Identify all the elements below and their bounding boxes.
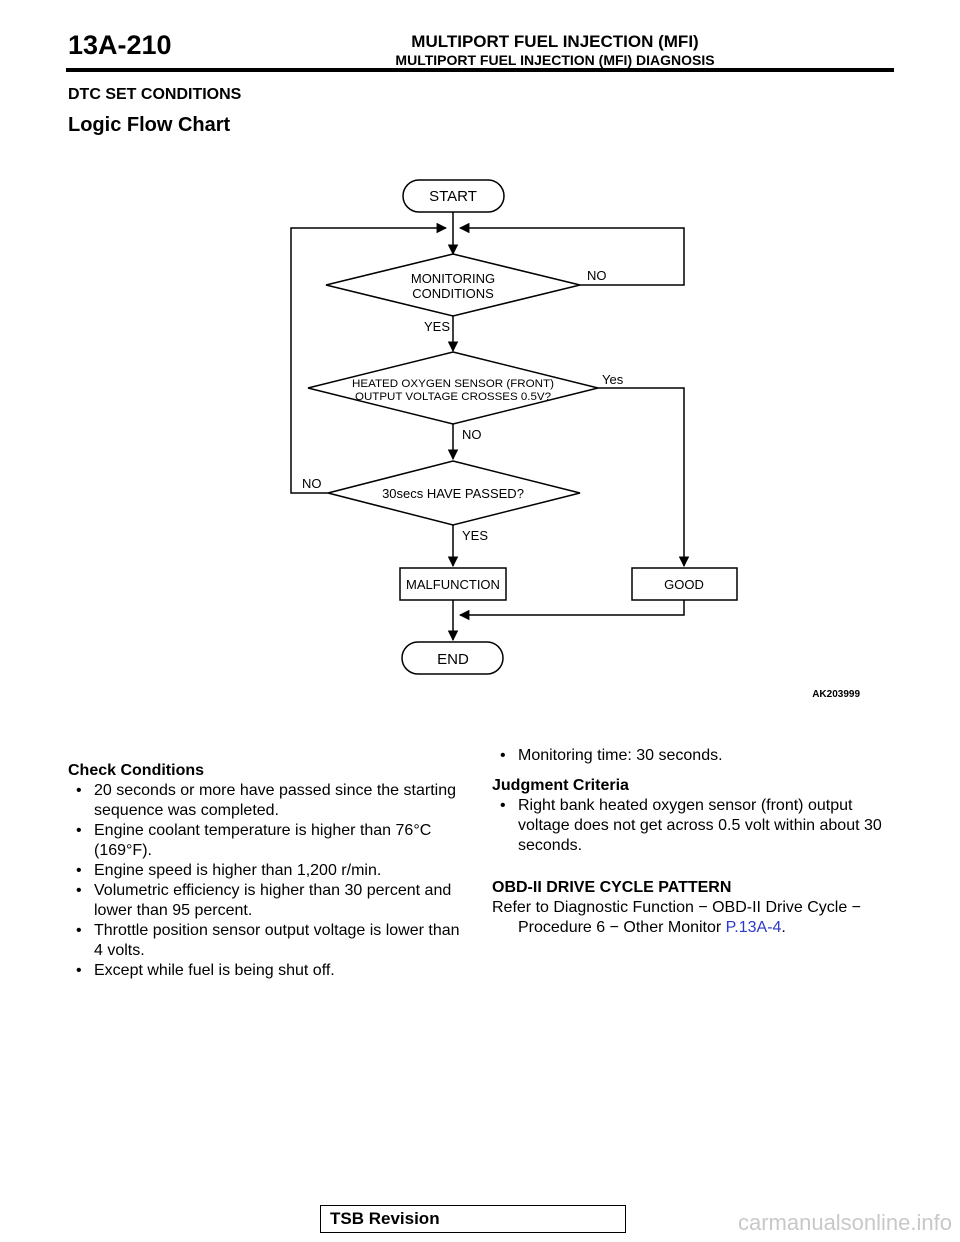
sensor-no-label: NO [462, 427, 482, 442]
list-item: 20 seconds or more have passed since the… [68, 781, 468, 821]
sensor-yes-label: Yes [602, 372, 624, 387]
list-item: Throttle position sensor output voltage … [68, 921, 468, 961]
page-reference-link[interactable]: P.13A-4 [725, 919, 782, 936]
obd-text-line1: Refer to Diagnostic Function − OBD-II Dr… [492, 899, 862, 916]
connector [458, 600, 685, 621]
loop-line-right [458, 222, 685, 286]
judgment-criteria-list: Right bank heated oxygen sensor (front) … [492, 796, 892, 856]
check-conditions-list: 20 seconds or more have passed since the… [68, 781, 468, 981]
figure-code: AK203999 [812, 689, 860, 700]
check-conditions-section: Check Conditions 20 seconds or more have… [68, 761, 468, 981]
tsb-revision-label: TSB Revision [330, 1209, 440, 1228]
page-number: 13A-210 [68, 30, 172, 60]
monitoring-text-1: MONITORING [411, 271, 495, 286]
sensor-text-2: OUTPUT VOLTAGE CROSSES 0.5V? [355, 391, 551, 403]
malfunction-label: MALFUNCTION [406, 577, 500, 592]
judgment-criteria-title: Judgment Criteria [492, 777, 629, 794]
right-column: Monitoring time: 30 seconds. Judgment Cr… [492, 746, 892, 938]
section-title: DTC SET CONDITIONS [68, 86, 242, 103]
monitoring-yes-label: YES [424, 319, 450, 334]
watermark: carmanualsonline.info [737, 1210, 952, 1235]
list-item: Monitoring time: 30 seconds. [492, 746, 892, 766]
subsection-title: Logic Flow Chart [68, 114, 231, 136]
monitoring-time-list: Monitoring time: 30 seconds. [492, 746, 892, 766]
obd-title: OBD-II DRIVE CYCLE PATTERN [492, 879, 732, 896]
list-item: Except while fuel is being shut off. [68, 961, 468, 981]
chapter-title: MULTIPORT FUEL INJECTION (MFI) [411, 32, 699, 51]
header-rule [66, 68, 894, 72]
list-item: Engine coolant temperature is higher tha… [68, 821, 468, 861]
sensor-text-1: HEATED OXYGEN SENSOR (FRONT) [352, 378, 554, 390]
timer-no-label: NO [302, 476, 322, 491]
logic-flow-chart: START MONITORING CONDITIONS NO YES HEATE… [290, 179, 860, 700]
list-item: Engine speed is higher than 1,200 r/min. [68, 861, 468, 881]
timer-yes-label: YES [462, 528, 488, 543]
start-label: START [429, 188, 477, 205]
section-subtitle: MULTIPORT FUEL INJECTION (MFI) DIAGNOSIS [395, 52, 715, 68]
obd-text-line2-row: Procedure 6 − Other Monitor P.13A-4. [492, 918, 892, 938]
obd-text-line2: Procedure 6 − Other Monitor [518, 919, 722, 936]
monitoring-no-label: NO [587, 268, 607, 283]
list-item: Right bank heated oxygen sensor (front) … [492, 796, 892, 856]
good-label: GOOD [664, 577, 704, 592]
end-label: END [437, 651, 469, 668]
timer-text: 30secs HAVE PASSED? [382, 486, 524, 501]
check-conditions-title: Check Conditions [68, 762, 205, 779]
monitoring-text-2: CONDITIONS [412, 286, 494, 301]
end-terminal [401, 641, 504, 675]
obd-period: . [781, 919, 786, 936]
list-item: Volumetric efficiency is higher than 30 … [68, 881, 468, 921]
loop-line-left [290, 222, 448, 494]
connector [598, 387, 690, 568]
footer-box [320, 1205, 626, 1233]
